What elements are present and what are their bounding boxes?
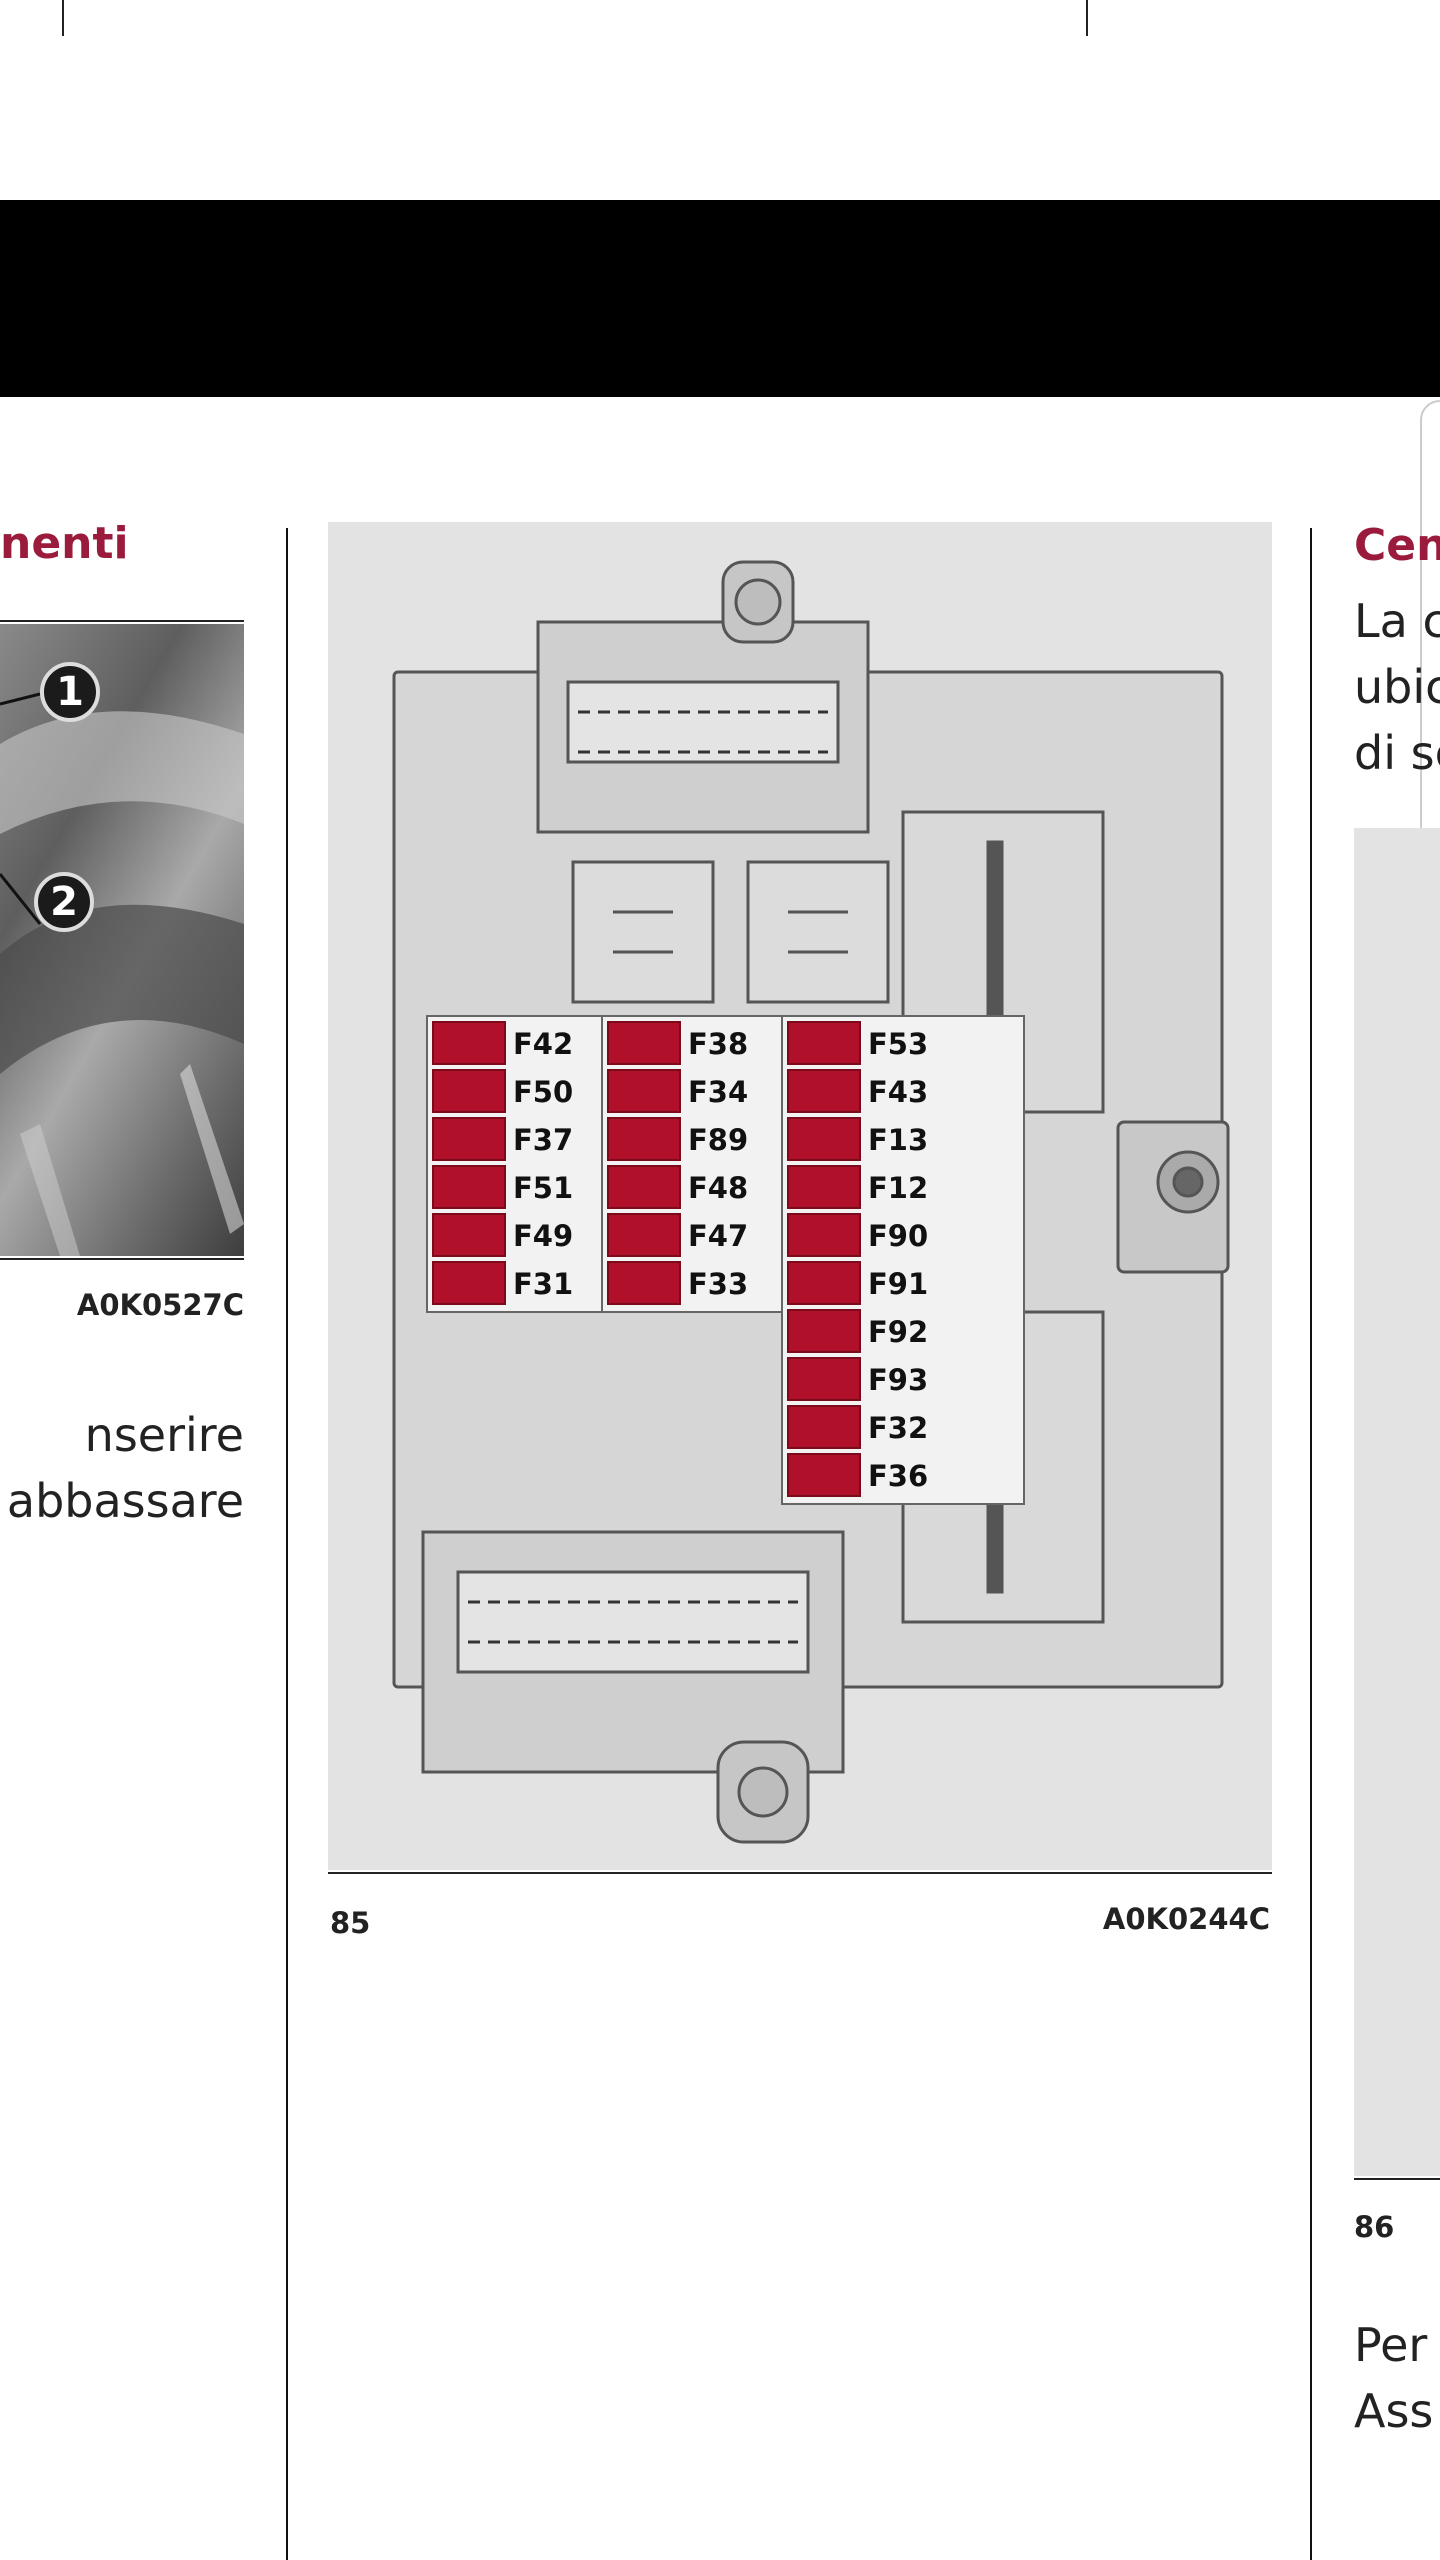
fuse-f53 bbox=[787, 1021, 861, 1065]
body-text-left-2: abbassare bbox=[6, 1474, 244, 1528]
column-divider-left bbox=[286, 528, 288, 2560]
fuse-label-f89: F89 bbox=[688, 1123, 748, 1157]
fuse-label-f43: F43 bbox=[868, 1075, 928, 1109]
fuse-label-f37: F37 bbox=[513, 1123, 573, 1157]
fuse-label-f51: F51 bbox=[513, 1171, 573, 1205]
callout-1: 1 bbox=[40, 662, 100, 722]
fuse-label-f50: F50 bbox=[513, 1075, 573, 1109]
fuse-label-f53: F53 bbox=[868, 1027, 928, 1061]
photo-top-rule bbox=[0, 620, 244, 622]
fuse-label-f12: F12 bbox=[868, 1171, 928, 1205]
column-divider-right bbox=[1310, 528, 1312, 2560]
fuse-label-f31: F31 bbox=[513, 1267, 573, 1301]
fuse-label-f47: F47 bbox=[688, 1219, 748, 1253]
fuse-f13 bbox=[787, 1117, 861, 1161]
body-text-right-3: di sc bbox=[1354, 726, 1440, 780]
fuse-label-f13: F13 bbox=[868, 1123, 928, 1157]
figure-code-85: A0K0244C bbox=[1102, 1902, 1270, 1936]
dashboard-photo: 1 2 bbox=[0, 624, 244, 1256]
dashboard-photo-art bbox=[0, 692, 244, 1256]
fuse-label-f92: F92 bbox=[868, 1315, 928, 1349]
figure-number-85: 85 bbox=[330, 1906, 371, 1940]
fuse-label-f49: F49 bbox=[513, 1219, 573, 1253]
body-text-right-2: ubic bbox=[1354, 660, 1440, 714]
fuse-label-f90: F90 bbox=[868, 1219, 928, 1253]
fuse-f90 bbox=[787, 1213, 861, 1257]
fuse-f50 bbox=[432, 1069, 506, 1113]
fuse-label-f48: F48 bbox=[688, 1171, 748, 1205]
fuse-label-f42: F42 bbox=[513, 1027, 573, 1061]
figure-number-86: 86 bbox=[1354, 2210, 1395, 2244]
fuse-f92 bbox=[787, 1309, 861, 1353]
body-text-right-5: Ass bbox=[1354, 2384, 1434, 2438]
section-heading-left: nenti bbox=[0, 518, 129, 569]
figure-86-image bbox=[1354, 828, 1440, 2176]
fuse-f47 bbox=[607, 1213, 681, 1257]
fuse-label-f38: F38 bbox=[688, 1027, 748, 1061]
figure-bottom-rule bbox=[328, 1872, 1272, 1874]
crop-mark-left bbox=[62, 0, 64, 36]
body-text-right-4: Per bbox=[1354, 2318, 1428, 2372]
fuse-label-f34: F34 bbox=[688, 1075, 748, 1109]
fuse-label-f33: F33 bbox=[688, 1267, 748, 1301]
fuse-f93 bbox=[787, 1357, 861, 1401]
fuse-f32 bbox=[787, 1405, 861, 1449]
fuse-f37 bbox=[432, 1117, 506, 1161]
fuse-f42 bbox=[432, 1021, 506, 1065]
callout-2: 2 bbox=[34, 872, 94, 932]
fuse-f12 bbox=[787, 1165, 861, 1209]
crop-mark-right bbox=[1086, 0, 1088, 36]
fuse-f43 bbox=[787, 1069, 861, 1113]
fuse-f38 bbox=[607, 1021, 681, 1065]
body-text-left-1: nserire bbox=[84, 1408, 244, 1462]
header-band bbox=[0, 200, 1440, 397]
fuse-f49 bbox=[432, 1213, 506, 1257]
photo-bottom-rule bbox=[0, 1258, 244, 1260]
fuse-f36 bbox=[787, 1453, 861, 1497]
fuse-f31 bbox=[432, 1261, 506, 1305]
fuse-label-f36: F36 bbox=[868, 1459, 928, 1493]
fuse-f48 bbox=[607, 1165, 681, 1209]
fuse-label-f91: F91 bbox=[868, 1267, 928, 1301]
fuse-f89 bbox=[607, 1117, 681, 1161]
figure-86-rule bbox=[1354, 2178, 1440, 2180]
section-heading-right: Cen bbox=[1354, 524, 1440, 568]
fuse-f33 bbox=[607, 1261, 681, 1305]
fuse-f91 bbox=[787, 1261, 861, 1305]
photo-code-left: A0K0527C bbox=[76, 1288, 244, 1322]
relay-right bbox=[746, 860, 890, 1004]
fuse-label-f93: F93 bbox=[868, 1363, 928, 1397]
relay-left bbox=[571, 860, 715, 1004]
body-text-right-1: La c bbox=[1354, 594, 1440, 648]
fuse-label-f32: F32 bbox=[868, 1411, 928, 1445]
fuse-f34 bbox=[607, 1069, 681, 1113]
fuse-f51 bbox=[432, 1165, 506, 1209]
